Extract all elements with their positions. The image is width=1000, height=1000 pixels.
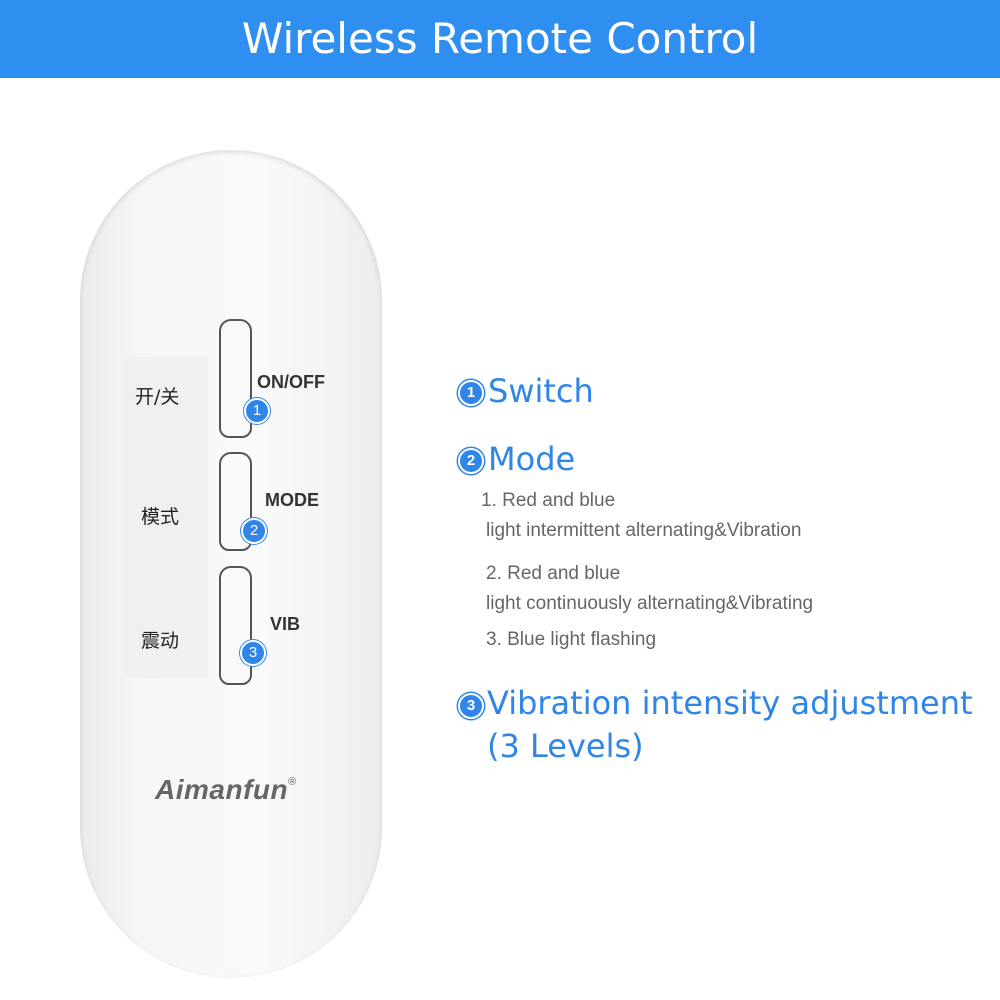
feature-title-switch: Switch <box>488 372 594 410</box>
feature-number-2: 2 <box>458 448 484 474</box>
power-cn-label: 开/关 <box>135 386 180 408</box>
chinese-label-panel <box>123 357 208 678</box>
mode-cn-label: 模式 <box>141 506 180 528</box>
mode-item-2: 2. Red and blue <box>486 563 621 584</box>
mode-item-1: 1. Red and blue <box>481 490 616 511</box>
feature-number-3: 3 <box>458 693 484 719</box>
feature-title-vibration-levels: (3 Levels) <box>487 727 644 765</box>
on-off-label: ON/OFF <box>257 372 325 392</box>
brand-logo: Aimanfun® <box>155 774 297 806</box>
mode-label: MODE <box>265 490 319 510</box>
registered-mark: ® <box>288 776 297 788</box>
number-badge-3: 3 <box>240 640 266 666</box>
mode-item-2-detail: light continuously alternating&Vibrating <box>486 593 814 614</box>
feature-title-vibration: Vibration intensity adjustment <box>487 684 973 722</box>
mode-item-3: 3. Blue light flashing <box>486 629 657 650</box>
feature-number-1: 1 <box>458 380 484 406</box>
vib-cn-label: 震动 <box>141 630 180 652</box>
brand-name: Aimanfun <box>155 774 289 805</box>
vib-button[interactable] <box>219 566 252 685</box>
number-badge-2: 2 <box>241 518 267 544</box>
vib-label: VIB <box>270 614 301 634</box>
mode-item-1-detail: light intermittent alternating&Vibration <box>486 520 802 541</box>
feature-title-mode: Mode <box>488 440 576 478</box>
number-badge-1: 1 <box>244 398 270 424</box>
page-title: Wireless Remote Control <box>0 0 1000 78</box>
